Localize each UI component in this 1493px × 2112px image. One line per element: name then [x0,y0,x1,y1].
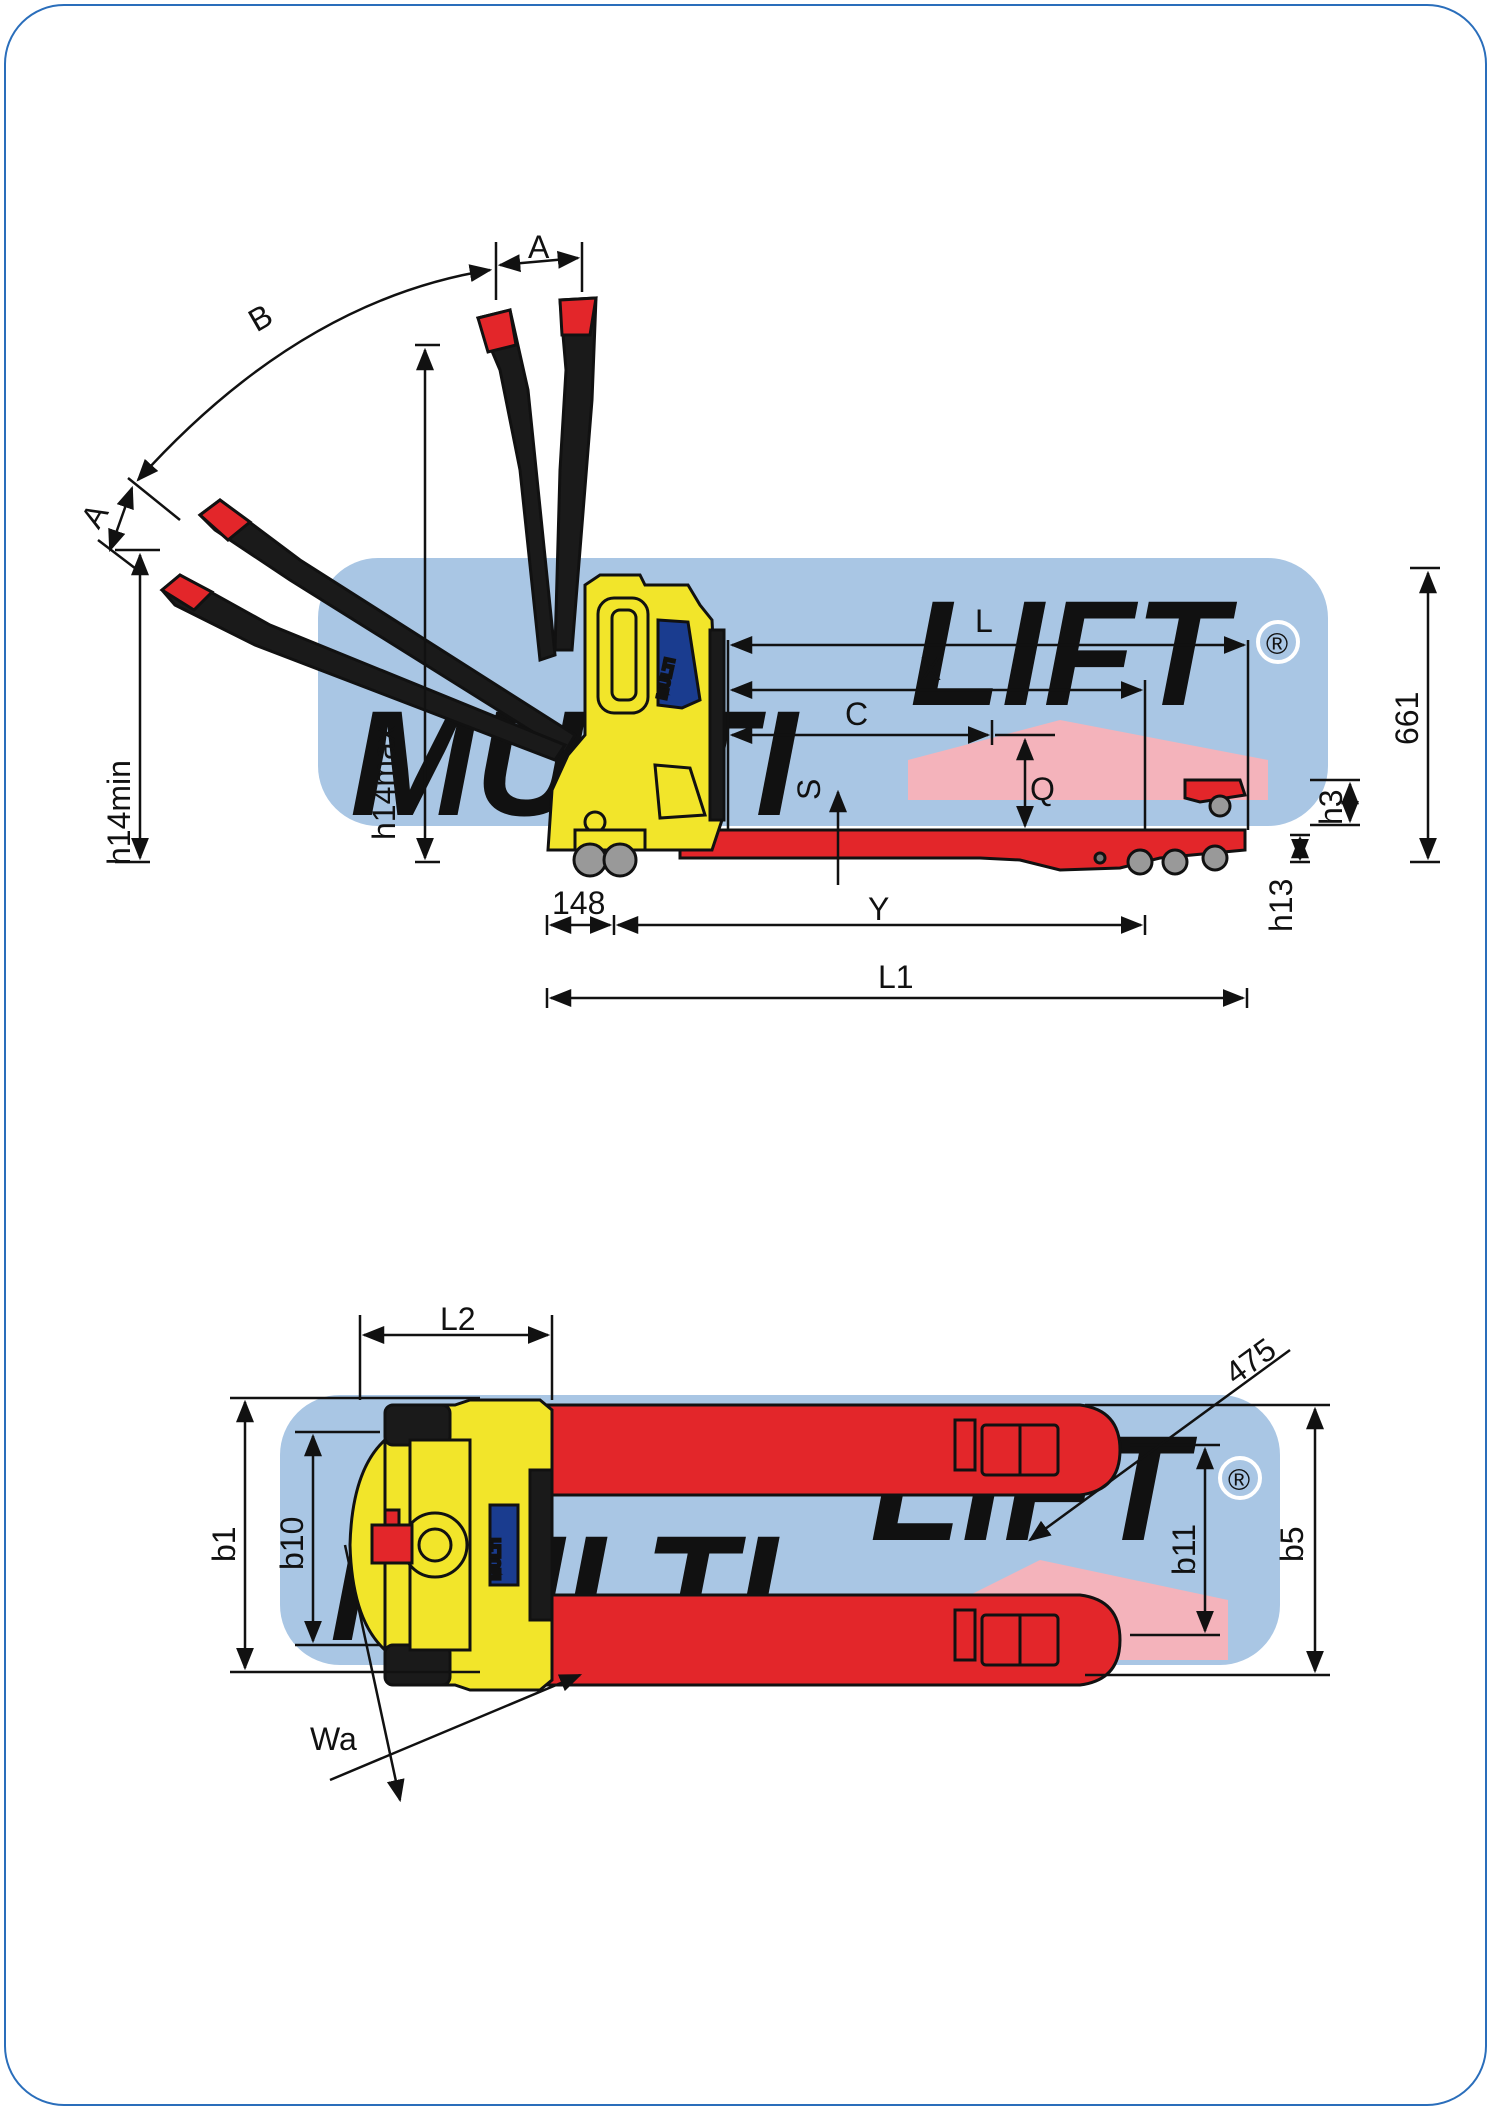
top-labels: L2 b1 b10 b11 b5 Wa 475 [206,1301,1310,1757]
label-475: 475 [1218,1331,1282,1392]
top-truck-body: MULTI [348,1398,554,1692]
top-dimensions [230,1315,1330,1803]
registered-mark-circle [1256,620,1300,664]
side-truck-body: MULTI [546,573,726,878]
side-watermark: MULTI LIFT ® [318,558,1328,847]
label-B: B [242,297,278,339]
label-C: C [845,696,868,732]
label-h13: h13 [1263,879,1299,932]
top-forks [543,1403,1122,1687]
label-S: S [791,779,827,800]
label-h3: h3 [1313,789,1349,825]
top-watermark-registered: ® [1228,1464,1250,1497]
label-A-left: A [74,497,116,534]
label-Y: Y [868,891,889,927]
label-L1: L1 [878,959,914,995]
label-661: 661 [1389,692,1425,745]
label-L: L [975,603,993,639]
tiller-handles [159,296,598,762]
side-watermark-registered: ® [1266,628,1288,661]
label-b10: b10 [274,1517,310,1570]
top-registered-mark-circle [1218,1456,1262,1500]
label-L2: L2 [440,1301,476,1337]
label-Q: Q [1030,771,1055,807]
side-labels: A B A h14min h14max L X C Q S h3 h13 661… [74,229,1425,995]
side-watermark-word2: LIFT [910,569,1238,737]
label-148: 148 [552,885,605,921]
label-b5: b5 [1274,1526,1310,1562]
label-h14max: h14max [366,726,402,840]
label-b1: b1 [206,1526,242,1562]
label-X: X [920,651,941,687]
label-b11: b11 [1166,1524,1202,1575]
side-view: MULTI LIFT ® [74,229,1440,1008]
top-view: MULTI LIFT ® MULT [206,1301,1330,1803]
label-A-top: A [528,229,550,265]
label-h14min: h14min [101,760,137,865]
side-fork [678,778,1247,876]
top-truck-logo: MULTI [487,1538,503,1580]
label-Wa: Wa [310,1721,357,1757]
side-dimensions [97,242,1440,1008]
